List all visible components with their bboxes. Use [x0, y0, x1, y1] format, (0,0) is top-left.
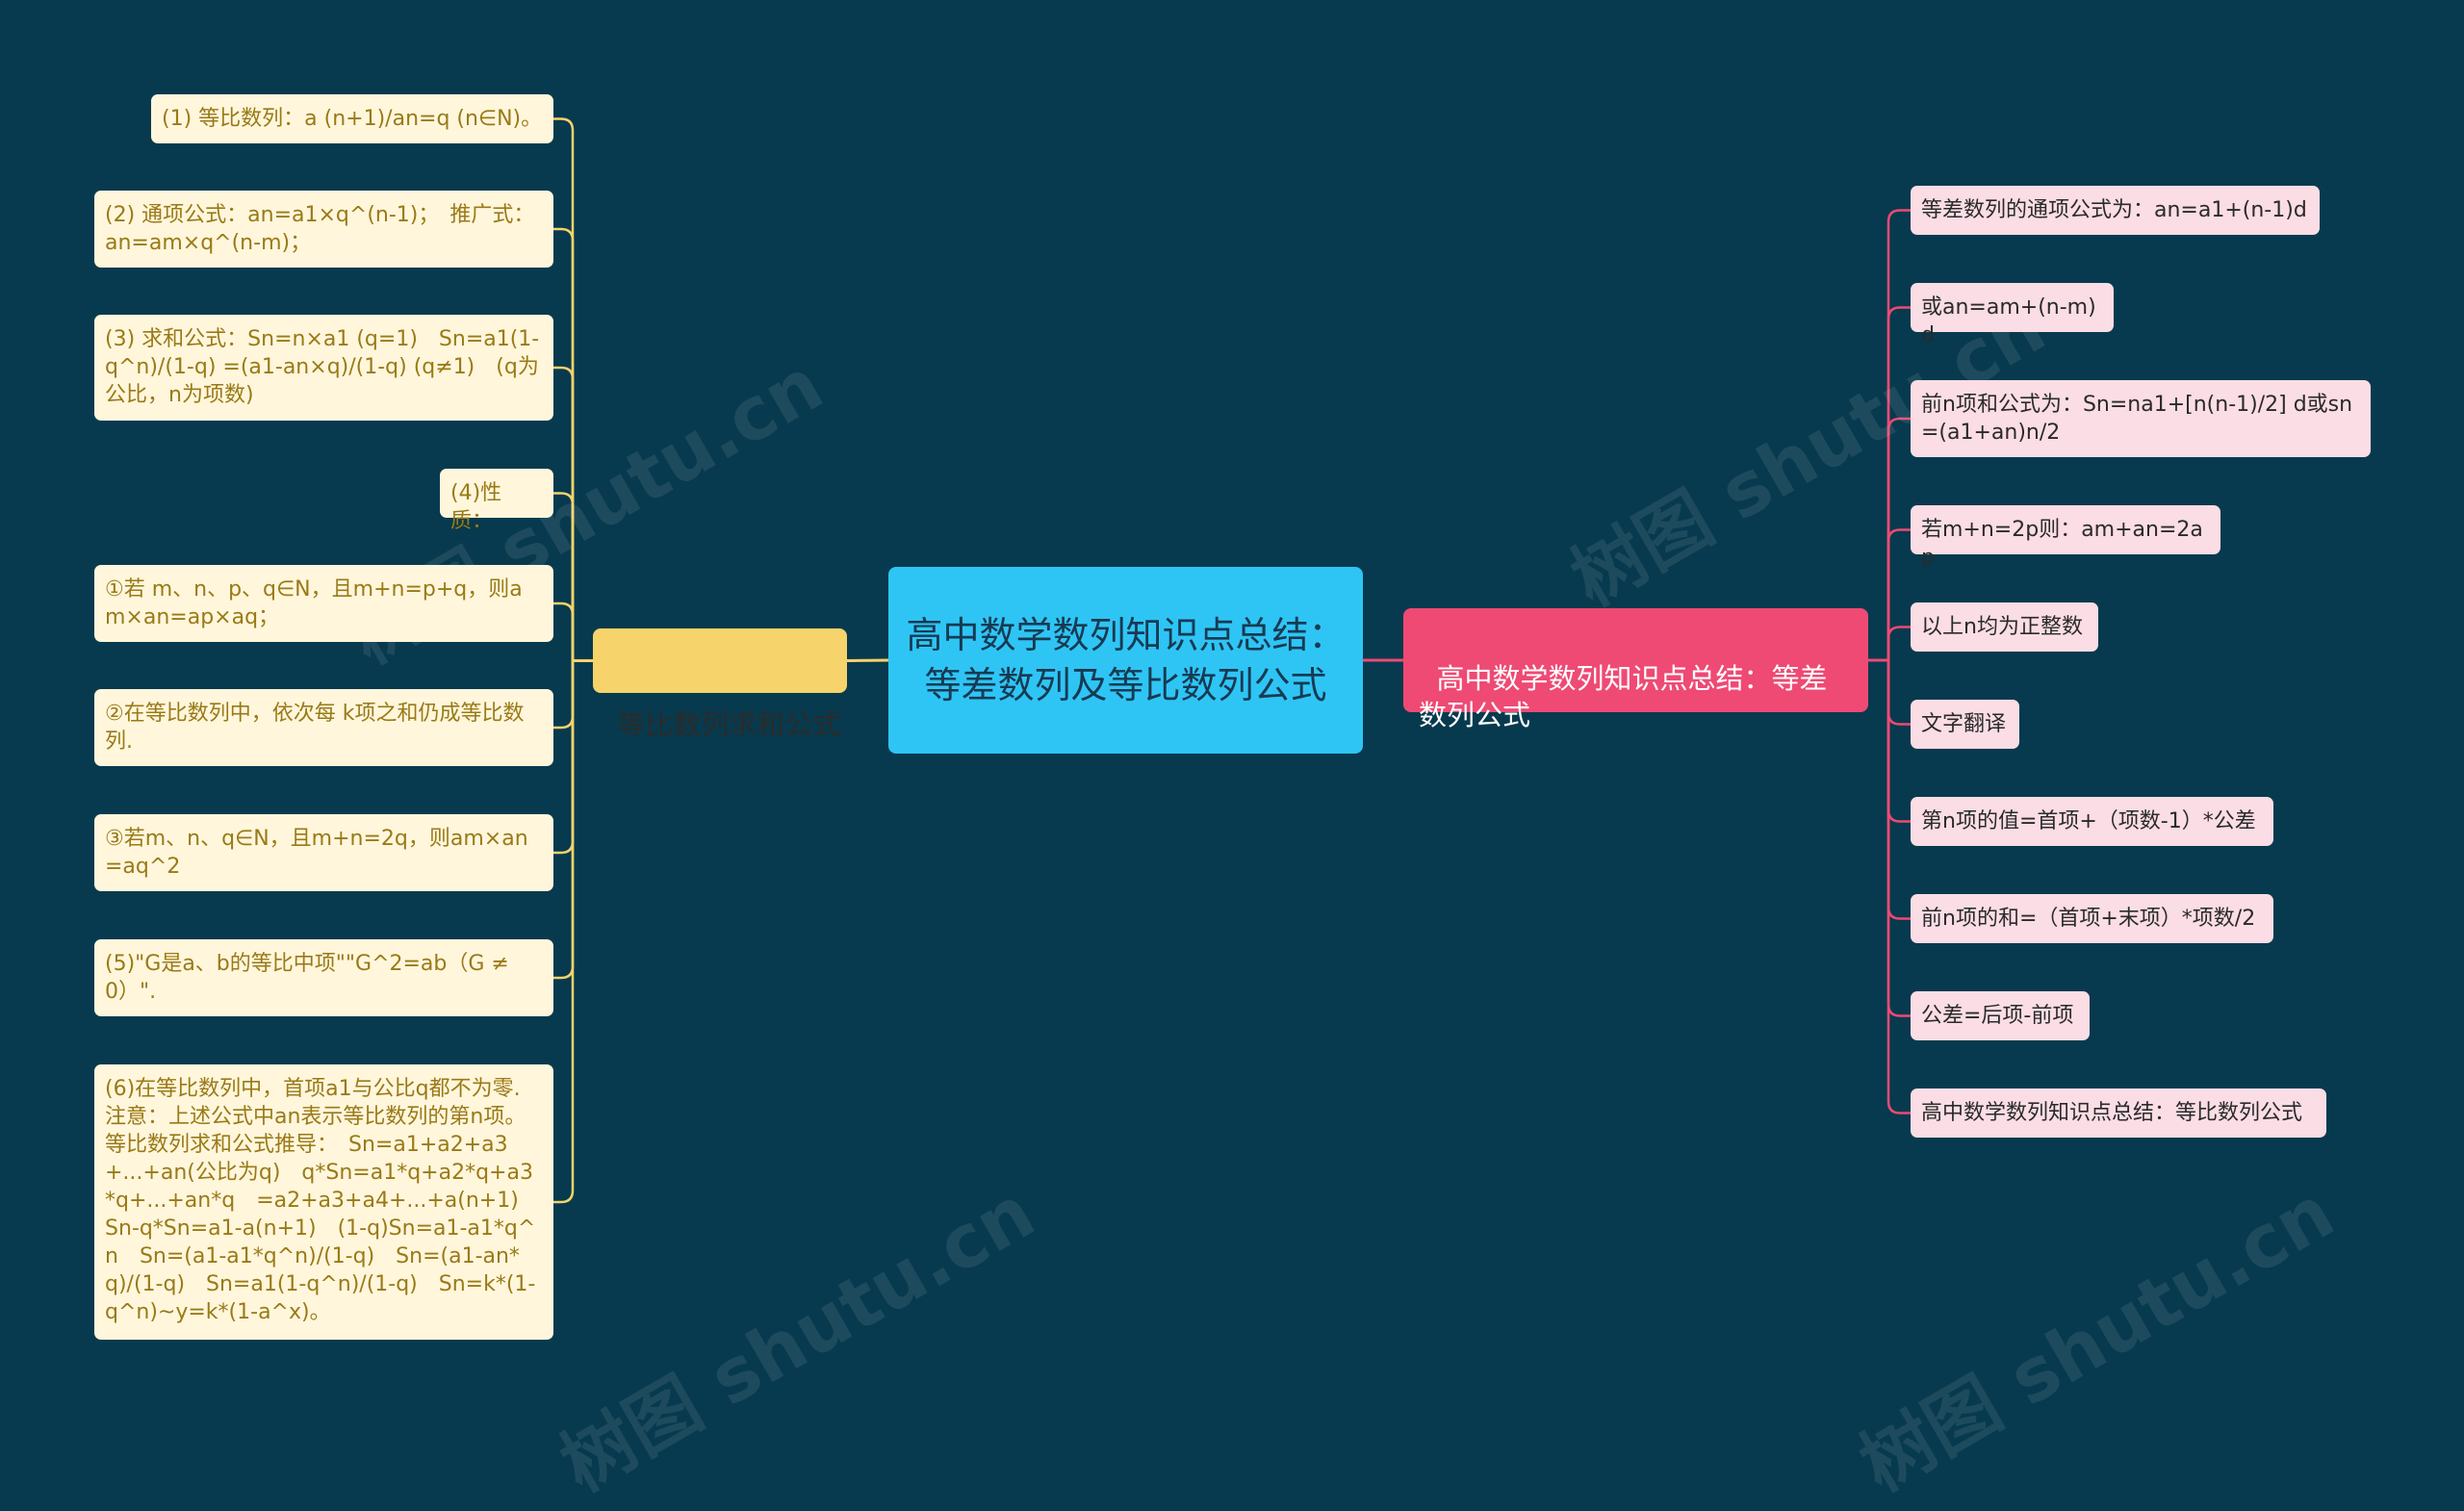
- connector-line: [1886, 528, 1911, 660]
- connector-line: [1886, 660, 1911, 726]
- left-leaf[interactable]: ①若 m、n、p、q∈N，且m+n=p+q，则am×an=ap×aq；: [94, 565, 553, 642]
- right-leaf[interactable]: 第n项的值=首项+（项数-1）*公差: [1911, 797, 2273, 846]
- left-leaf[interactable]: (2) 通项公式：an=a1×q^(n-1)； 推广式：an=am×q^(n-m…: [94, 191, 553, 268]
- branch-label: 高中数学数列知识点总结：等差数列公式: [1419, 662, 1828, 731]
- right-leaf[interactable]: 若m+n=2p则：am+an=2ap: [1911, 505, 2220, 570]
- connector-line: [553, 660, 575, 855]
- left-leaf[interactable]: ③若m、n、q∈N，且m+n=2q，则am×an=aq^2: [94, 814, 553, 891]
- root-topic[interactable]: 高中数学数列知识点总结：等差数列及等比数列公式: [888, 567, 1363, 754]
- left-leaf[interactable]: (1) 等比数列：a (n+1)/an=q (n∈N)。: [151, 94, 553, 143]
- right-leaf[interactable]: 等差数列的通项公式为：an=a1+(n-1)d: [1911, 186, 2320, 235]
- branch-geometric-sum[interactable]: 等比数列求和公式: [593, 628, 847, 741]
- connector-lines: [553, 117, 1911, 1204]
- right-leaf[interactable]: 前n项的和=（首项+末项）*项数/2: [1911, 894, 2273, 943]
- connector-line: [1886, 660, 1911, 920]
- right-leaf[interactable]: 文字翻译: [1911, 700, 2019, 749]
- right-leaf[interactable]: 前n项和公式为：Sn=na1+[n(n-1)/2] d或sn=(a1+an)n/…: [1911, 380, 2371, 457]
- branch-label: 等比数列求和公式: [617, 708, 841, 741]
- connector-line: [1886, 417, 1911, 660]
- connector-line: [553, 366, 575, 661]
- connector-line: [553, 660, 575, 980]
- left-leaf[interactable]: (5)"G是a、b的等比中项""G^2=ab（G ≠ 0）".: [94, 939, 553, 1016]
- connector-line: [553, 660, 575, 730]
- left-leaf[interactable]: ②在等比数列中，依次每 k项之和仍成等比数列.: [94, 689, 553, 766]
- connector-line: [553, 660, 575, 1204]
- connector-line: [553, 492, 575, 661]
- connector-line: [1886, 660, 1911, 1017]
- left-leaf[interactable]: (6)在等比数列中，首项a1与公比q都不为零. 注意：上述公式中an表示等比数列…: [94, 1064, 553, 1340]
- connector-line: [1886, 306, 1911, 660]
- connector-line: [1886, 660, 1911, 1114]
- connector-line: [553, 117, 575, 661]
- connector-line: [1886, 626, 1911, 660]
- connector-line: [553, 602, 575, 661]
- left-leaf[interactable]: (4)性质：: [440, 469, 553, 533]
- right-leaf[interactable]: 公差=后项-前项: [1911, 991, 2090, 1040]
- connector-line: [846, 658, 889, 662]
- right-leaf[interactable]: 高中数学数列知识点总结：等比数列公式: [1911, 1088, 2326, 1138]
- connector-line: [1886, 209, 1911, 660]
- right-leaf[interactable]: 或an=am+(n-m)d: [1911, 283, 2114, 347]
- branch-arithmetic-formulas[interactable]: 高中数学数列知识点总结：等差数列公式: [1403, 608, 1868, 731]
- root-topic-label: 高中数学数列知识点总结：等差数列及等比数列公式: [906, 614, 1346, 706]
- connector-line: [553, 227, 575, 661]
- right-leaf[interactable]: 以上n均为正整数: [1911, 602, 2098, 652]
- left-leaf[interactable]: (3) 求和公式：Sn=n×a1 (q=1) Sn=a1(1-q^n)/(1-q…: [94, 315, 553, 421]
- connector-line: [1886, 660, 1911, 823]
